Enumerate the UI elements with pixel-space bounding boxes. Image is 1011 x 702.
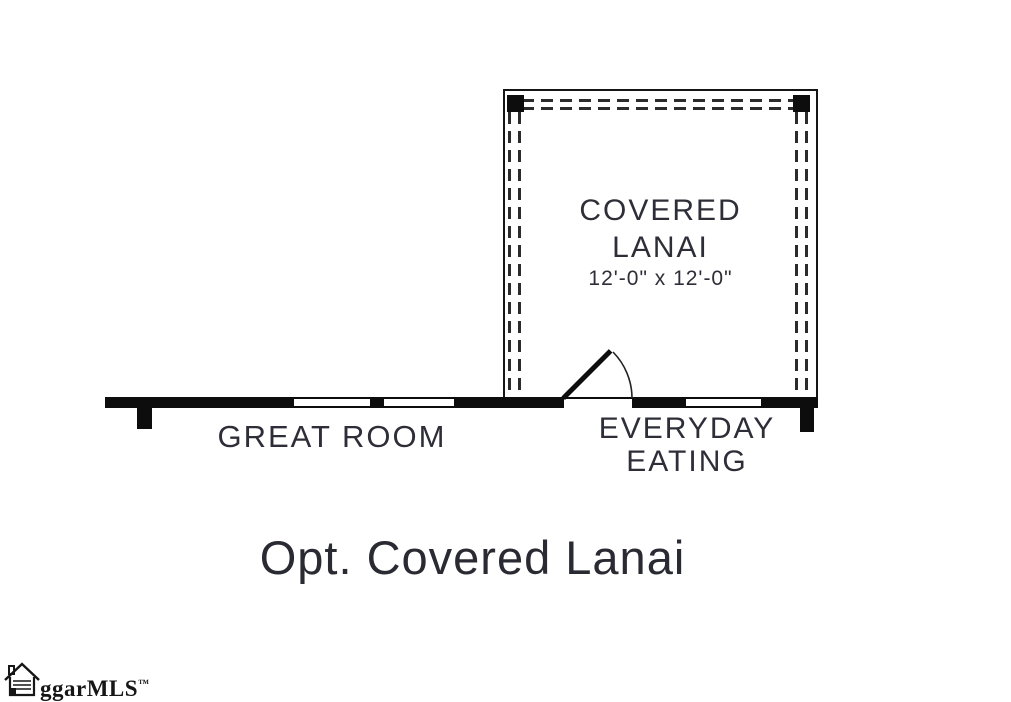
great-room-label: GREAT ROOM — [217, 419, 447, 454]
lanai-corner-post-right — [793, 95, 810, 112]
mls-brand-text: ggarMLS — [40, 676, 139, 701]
covered-lanai-name-line1: COVERED — [579, 194, 742, 227]
lanai-screen-left-dashed-line-2 — [518, 112, 521, 397]
lanai-outer-wall — [503, 89, 818, 397]
great-room-window-2 — [384, 397, 454, 408]
great-room-window-1 — [294, 397, 370, 408]
lanai-screen-right-dashed-line-1 — [795, 112, 798, 397]
everyday-eating-label: EVERYDAY EATING — [537, 412, 837, 478]
wall-return-right — [800, 408, 814, 432]
lanai-screen-right-dashed-line-2 — [805, 112, 808, 397]
everyday-eating-line1: EVERYDAY — [598, 412, 776, 445]
everyday-eating-window — [686, 397, 761, 408]
exterior-wall — [105, 397, 818, 408]
lanai-screen-left-dashed-line-1 — [508, 112, 511, 397]
trademark-symbol: ™ — [138, 678, 150, 690]
lanai-screen-top-dashed-line-1 — [522, 99, 798, 102]
door-swing-arc — [612, 351, 633, 399]
covered-lanai-label: COVERED LANAI 12'-0" x 12'-0" — [503, 194, 818, 290]
everyday-eating-line2: EATING — [626, 445, 748, 478]
covered-lanai-dimensions: 12'-0" x 12'-0" — [588, 267, 733, 290]
plan-title: Opt. Covered Lanai — [259, 531, 686, 584]
lanai-door-opening — [564, 397, 632, 408]
lanai-screen-top-dashed-line-2 — [522, 107, 798, 110]
mls-logo-text: ggarMLS™ — [40, 677, 149, 700]
lanai-corner-post-left — [507, 95, 524, 112]
house-icon — [4, 662, 40, 697]
covered-lanai-name-line2: LANAI — [612, 231, 709, 264]
mls-logo: ggarMLS™ — [2, 660, 149, 700]
wall-return-left — [137, 408, 152, 429]
